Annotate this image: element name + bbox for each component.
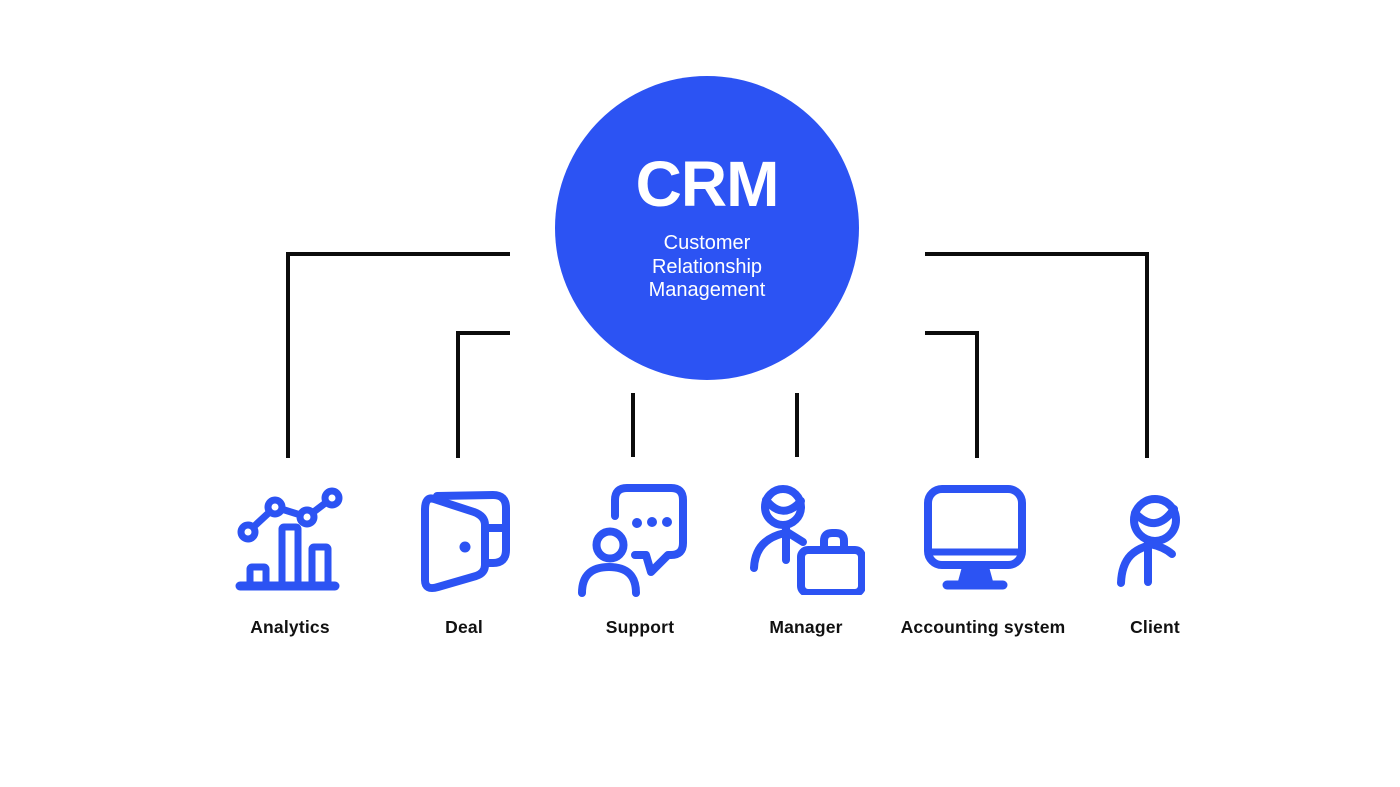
crm-subtitle-line-2: Relationship	[651, 255, 763, 278]
connector-line-accounting-horizontal	[925, 331, 979, 335]
client-label: Client	[1130, 617, 1180, 637]
client-person-icon	[1117, 495, 1180, 587]
connector-line-deal-horizontal	[456, 331, 510, 335]
analytics-label: Analytics	[250, 617, 330, 637]
deal-label: Deal	[445, 617, 483, 637]
crm-acronym: CRM	[635, 148, 780, 220]
support-label: Support	[605, 617, 675, 637]
deal-wallet-icon	[421, 491, 510, 593]
manager-person-briefcase-icon	[750, 485, 865, 595]
connector-line-client-horizontal	[925, 252, 1149, 256]
analytics-icon	[235, 487, 343, 591]
connector-line-support-vertical	[631, 393, 635, 457]
manager-label: Manager	[769, 617, 843, 637]
crm-subtitle: Customer Relationship Management	[649, 232, 766, 303]
connector-line-accounting-vertical	[975, 331, 979, 458]
accounting-system-label: Accounting system	[900, 617, 1066, 637]
support-chat-icon	[578, 484, 687, 597]
crm-subtitle-line-1: Customer	[663, 232, 751, 254]
connector-line-deal-vertical	[456, 331, 460, 458]
crm-hub-circle: CRM Customer Relationship Management	[555, 76, 859, 380]
crm-subtitle-line-3: Management	[648, 279, 766, 301]
connector-line-analytics-vertical	[286, 252, 290, 458]
connector-line-client-vertical	[1145, 252, 1149, 458]
accounting-system-monitor-icon	[924, 485, 1026, 590]
connector-line-analytics-horizontal	[286, 252, 510, 256]
connector-line-manager-vertical	[795, 393, 799, 457]
